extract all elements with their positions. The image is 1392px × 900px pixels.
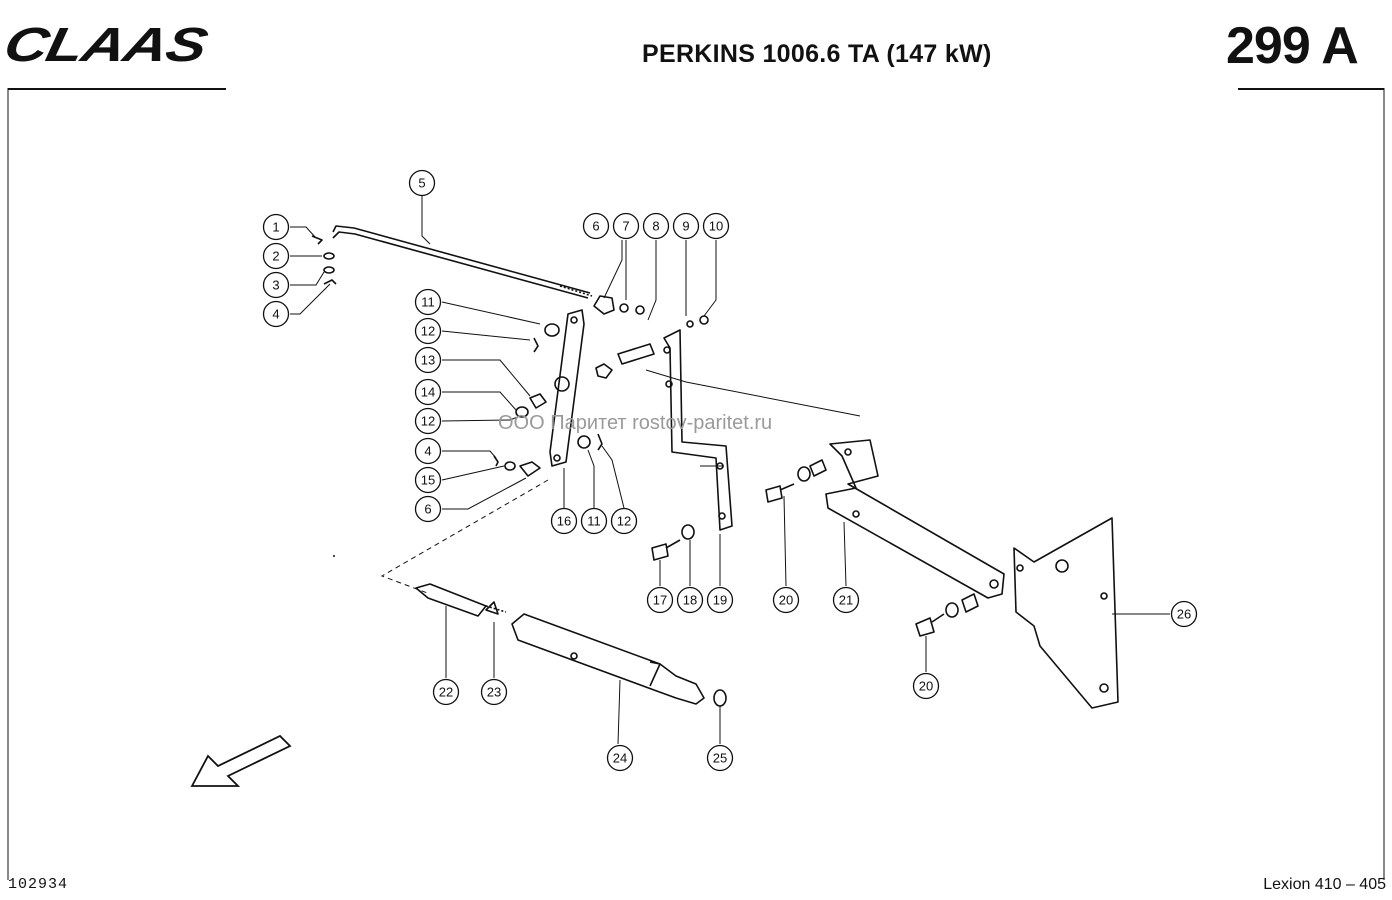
svg-text:19: 19 [713,593,727,608]
callout-19: 19 [706,586,734,614]
stray-mark [333,555,335,557]
callout-22: 22 [432,678,460,706]
svg-text:23: 23 [487,685,501,700]
svg-text:1: 1 [272,220,279,235]
svg-text:21: 21 [839,593,853,608]
part-26-plate [1013,517,1119,709]
svg-text:12: 12 [421,324,435,339]
svg-text:8: 8 [652,219,659,234]
part-20-bolt-upper [765,459,827,503]
svg-text:16: 16 [557,514,571,529]
callout-4-lower: 4 [414,437,442,465]
svg-text:12: 12 [421,414,435,429]
callout-5: 5 [408,169,436,197]
parts-17-18-bolt-washer [651,524,695,561]
svg-text:18: 18 [683,593,697,608]
part-20-bolt-lower [915,593,979,637]
watermark-text: ООО Паритет rostov-paritet.ru [498,412,773,434]
svg-text:10: 10 [709,219,723,234]
svg-text:6: 6 [424,502,431,517]
header-rule-left [8,88,226,90]
callout-10: 10 [702,212,730,240]
callout-11-left: 11 [414,288,442,316]
svg-text:5: 5 [418,176,425,191]
callout-6-top: 6 [582,212,610,240]
callout-6-lower: 6 [414,495,442,523]
direction-arrow-icon [190,734,292,787]
header-rule-right [1238,88,1384,90]
document-id: 102934 [8,876,69,893]
svg-text:15: 15 [421,473,435,488]
svg-text:12: 12 [617,514,631,529]
svg-text:7: 7 [622,219,629,234]
callout-3: 3 [262,271,290,299]
callout-16: 16 [550,507,578,535]
page-title: PERKINS 1006.6 TA (147 kW) [642,40,992,68]
callout-12-lower: 12 [610,507,638,535]
callout-18: 18 [676,586,704,614]
callout-26: 26 [1170,600,1198,628]
part-24-gas-spring [511,613,705,705]
parts-1-4-small [311,235,337,285]
part-16-lever [549,309,585,467]
page-number: 299 A [1226,17,1359,75]
svg-text:20: 20 [919,679,933,694]
svg-text:2: 2 [272,249,279,264]
callout-13: 13 [414,346,442,374]
callout-12-mid: 12 [414,407,442,435]
part-6-7-ball-joint [593,295,645,315]
callout-2: 2 [262,242,290,270]
part-8-pin [617,315,709,365]
part-5-rod [332,225,593,299]
callout-14: 14 [414,378,442,406]
callout-1: 1 [262,213,290,241]
callout-20-lower: 20 [912,672,940,700]
callout-4: 4 [262,300,290,328]
alignment-dashed-line [380,479,549,595]
svg-text:4: 4 [272,307,279,322]
svg-text:4: 4 [424,444,431,459]
svg-text:11: 11 [421,295,435,310]
svg-text:26: 26 [1177,607,1191,622]
callout-15: 15 [414,466,442,494]
svg-text:6: 6 [592,219,599,234]
leader-lines [290,196,1170,745]
callout-20-upper: 20 [772,586,800,614]
svg-text:22: 22 [439,685,453,700]
callout-24: 24 [606,744,634,772]
callout-11-lower: 11 [580,507,608,535]
svg-text:17: 17 [653,593,667,608]
part-21-bracket [825,439,1005,599]
svg-text:14: 14 [421,385,435,400]
part-25-circlip [713,689,727,707]
callout-8: 8 [642,212,670,240]
svg-text:9: 9 [682,219,689,234]
part-22-adjuster [415,583,507,617]
callout-9: 9 [672,212,700,240]
reference-line-1 [645,369,861,417]
svg-text:11: 11 [587,514,601,529]
svg-text:13: 13 [421,353,435,368]
callout-7: 7 [612,212,640,240]
parts-11-14-washers [493,323,613,477]
callout-25: 25 [706,744,734,772]
callout-21: 21 [832,586,860,614]
svg-text:20: 20 [779,593,793,608]
svg-text:25: 25 [713,751,727,766]
callout-12-left: 12 [414,317,442,345]
svg-text:3: 3 [272,278,279,293]
callout-23: 23 [480,678,508,706]
svg-text:24: 24 [613,751,627,766]
model-reference: Lexion 410 – 405 [1263,876,1386,893]
callout-17: 17 [646,586,674,614]
